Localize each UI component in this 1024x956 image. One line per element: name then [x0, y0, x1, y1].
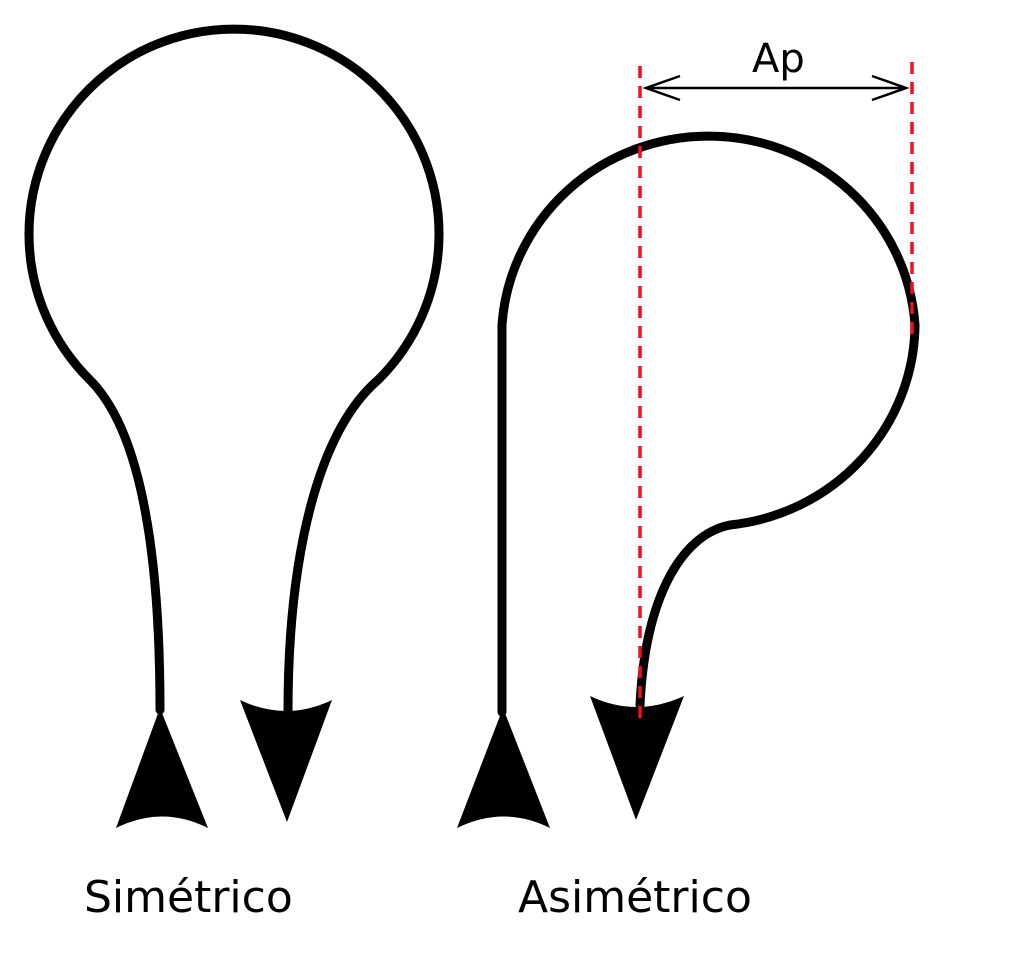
symmetric-label: Simétrico: [84, 872, 293, 923]
asymmetric-loop: [497, 131, 920, 717]
symmetric-loop: [24, 24, 444, 717]
ap-dimension-arrow: [642, 74, 910, 102]
asymmetric-label: Asimétrico: [518, 872, 752, 923]
symmetric-loop-path: [24, 24, 444, 717]
ap-label: Ap: [752, 36, 805, 82]
symmetric-up-arrowhead: [116, 708, 208, 828]
asymmetric-loop-path: [497, 131, 920, 717]
asymmetric-up-arrowhead: [457, 708, 550, 828]
symmetric-down-arrowhead: [240, 700, 332, 822]
asymmetric-down-arrowhead: [590, 696, 684, 820]
